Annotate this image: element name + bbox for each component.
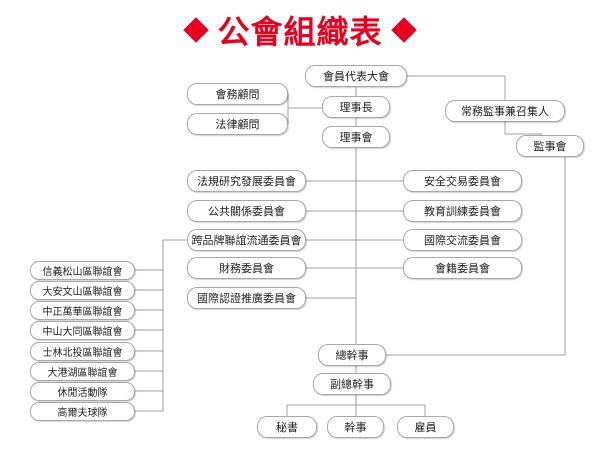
node-district-dagang-lake[interactable]: 大港湖區聯誼會 xyxy=(30,362,135,381)
node-advisor-affairs[interactable]: 會務顧問 xyxy=(187,83,288,105)
node-committee-education[interactable]: 教育訓練委員會 xyxy=(403,200,522,222)
node-supervisor-convener[interactable]: 常務監事兼召集人 xyxy=(445,100,565,122)
node-deputy-secretary-general[interactable]: 副總幹事 xyxy=(313,373,391,395)
node-staff-employee[interactable]: 雇員 xyxy=(397,416,454,438)
node-committee-intl-certification[interactable]: 國際認證推廣委員會 xyxy=(187,287,306,309)
node-leisure-team[interactable]: 休閒活動隊 xyxy=(30,382,135,401)
node-supervisors[interactable]: 監事會 xyxy=(516,135,584,157)
node-district-shilin-beitou[interactable]: 士林北投區聯誼會 xyxy=(30,342,135,361)
node-golf-team[interactable]: 高爾夫球隊 xyxy=(30,402,135,421)
node-committee-intl-exchange[interactable]: 國際交流委員會 xyxy=(403,229,522,251)
node-staff-secretary[interactable]: 秘書 xyxy=(257,416,317,438)
node-secretary-general[interactable]: 總幹事 xyxy=(318,344,386,366)
node-committee-finance[interactable]: 財務委員會 xyxy=(187,257,306,279)
node-chairman[interactable]: 理事長 xyxy=(322,96,390,118)
node-committee-public-relations[interactable]: 公共關係委員會 xyxy=(187,200,306,222)
node-committee-cross-brand[interactable]: 跨品牌聯誼流通委員會 xyxy=(187,229,306,251)
node-district-xinyi-songshan[interactable]: 信義松山區聯誼會 xyxy=(30,261,135,280)
node-staff-clerk[interactable]: 幹事 xyxy=(327,416,384,438)
node-committee-membership[interactable]: 會籍委員會 xyxy=(403,257,522,279)
node-assembly[interactable]: 會員代表大會 xyxy=(305,65,407,87)
chart-title: 公會組織表 xyxy=(0,8,600,52)
node-committee-safe-trade[interactable]: 安全交易委員會 xyxy=(403,170,522,192)
node-district-zhongshan-datong[interactable]: 中山大同區聯誼會 xyxy=(30,321,135,340)
node-council[interactable]: 理事會 xyxy=(322,126,390,148)
node-district-zhongzheng-wanhua[interactable]: 中正萬華區聯誼會 xyxy=(30,301,135,320)
node-district-daan-wenshan[interactable]: 大安文山區聯誼會 xyxy=(30,281,135,300)
node-committee-legal-research[interactable]: 法規研究發展委員會 xyxy=(187,170,306,192)
chart-title-text: 公會組織表 xyxy=(217,13,383,51)
node-advisor-legal[interactable]: 法律顧問 xyxy=(187,113,288,135)
